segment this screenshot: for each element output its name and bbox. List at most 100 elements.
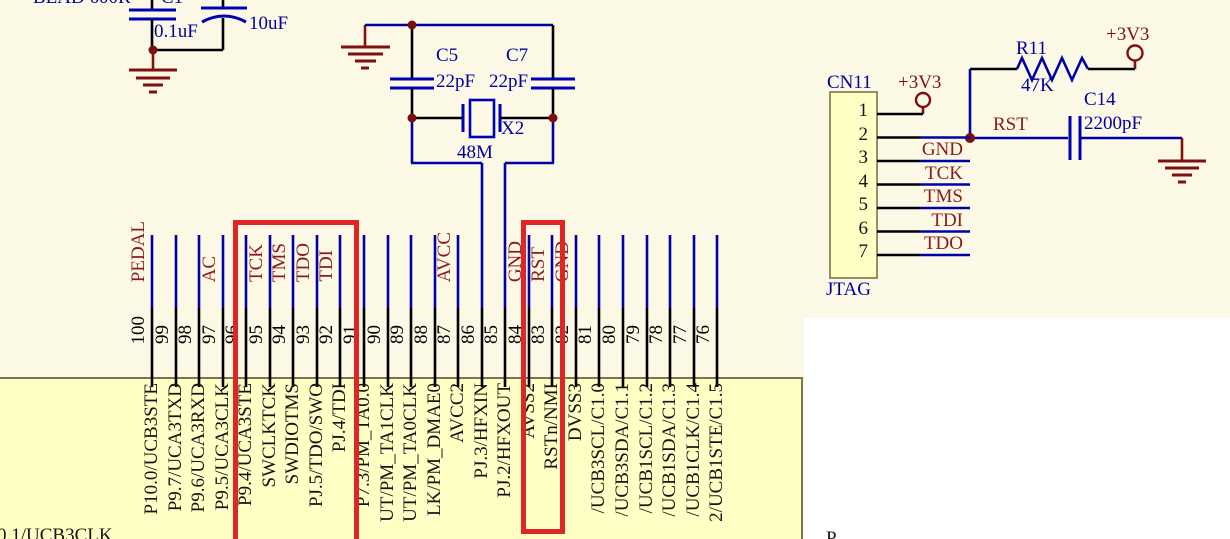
pin-number-77: 77 [668, 274, 692, 344]
pin-name-79: /UCB1SCL/C1.2 [635, 383, 659, 539]
pin-name-99-text: P9.7/UCA3TXD [165, 383, 187, 512]
pin-name-81-text: /UCB3SCL/C1.0 [588, 383, 610, 514]
pin-name-89: UT/PM_TA0CLK [399, 383, 423, 539]
jtag-net-label-tdo: TDO [883, 233, 963, 255]
jtag-pin-number-5-text: 5 [858, 194, 869, 215]
decoupling-cap-c1 [129, 0, 176, 50]
pin-name-100: P10.0/UCB3STE [140, 383, 164, 539]
pin-name-79-text: /UCB1SCL/C1.2 [636, 383, 658, 514]
pin-number-76: 76 [691, 274, 715, 344]
pin-number-88-text: 88 [411, 325, 433, 344]
pin-name-90: UT/PM_TA1CLK [376, 383, 400, 539]
jtag-pin-number-5: 5 [844, 194, 869, 216]
pin-number-90: 90 [362, 274, 386, 344]
mcu-ic-body [0, 377, 803, 539]
pin-name-86: PJ.3/HFXIN [470, 383, 494, 539]
pin-number-98-text: 98 [175, 325, 197, 344]
pin-net-label-87-text: AVCC [434, 231, 456, 282]
pin-name-87: AVCC2 [446, 383, 470, 539]
pin-name-88: LK/PM_DMAE0 [423, 383, 447, 539]
r11-designator: R11 [1016, 38, 1047, 59]
pin-name-98: P9.6/UCA3RXD [187, 383, 211, 539]
c14-value: 2200pF [1084, 113, 1143, 134]
pin-name-97: P9.5/UCA3CLK [211, 383, 235, 539]
white-margin [804, 318, 1230, 539]
pin-number-78-text: 78 [646, 325, 668, 344]
jtag-pin-number-7-text: 7 [858, 241, 869, 262]
ic-left-pin-name: 0.1/UCB3CLK [0, 525, 113, 539]
jtag-pin-number-6-text: 6 [858, 217, 869, 239]
jtag-net-label-tdo-text: TDO [923, 233, 963, 254]
jtag-connector-body [829, 91, 878, 279]
jtag-pin-number-7: 7 [844, 241, 869, 263]
pin-name-85: PJ.2/HFXOUT [493, 383, 517, 539]
pin-number-80-text: 80 [599, 325, 621, 344]
pin-number-81: 81 [573, 274, 597, 344]
jtag-pin-number-1-text: 1 [858, 100, 869, 121]
pin-name-89-text: UT/PM_TA0CLK [400, 383, 422, 522]
pin-number-85-text: 85 [481, 325, 503, 344]
pin-number-77-text: 77 [670, 325, 692, 344]
pin-number-100: 100 [126, 274, 150, 345]
pin-name-90-text: UT/PM_TA1CLK [377, 383, 399, 522]
pin-number-100-text: 100 [128, 315, 150, 345]
jtag-part-name: JTAG [826, 279, 871, 300]
crystal-symbol [468, 98, 496, 139]
c5-value: 22pF [436, 71, 476, 92]
pin-net-label-97-text: AC [199, 255, 221, 282]
jtag-pin-number-4-text: 4 [858, 170, 869, 192]
jtag-pin-number-6: 6 [844, 217, 869, 240]
pin-name-98-text: P9.6/UCA3RXD [188, 383, 210, 513]
pin-net-label-97: AC [197, 148, 221, 282]
pin-name-77: /UCB1CLK/C1.4 [682, 383, 706, 539]
jtag-pin-number-2-text: 2 [858, 123, 869, 145]
power-label-r11: +3V3 [1106, 24, 1150, 45]
jtag-net-label-gnd-text: GND [921, 139, 963, 160]
jtag-net-label-tdi: TDI [883, 209, 963, 232]
pin-name-85-text: PJ.2/HFXOUT [494, 383, 516, 498]
pin-number-79-text: 79 [623, 325, 645, 344]
pin-name-86-text: PJ.3/HFXIN [471, 383, 493, 479]
pin-number-80: 80 [597, 274, 621, 344]
power-symbol-pin1 [914, 91, 932, 114]
pin-number-79: 79 [621, 274, 645, 344]
pin-name-77-text: /UCB1CLK/C1.4 [683, 383, 705, 517]
c2-value: 10uF [249, 13, 289, 34]
power-label-pin1: +3V3 [898, 72, 942, 93]
pin-name-87-text: AVCC2 [447, 383, 469, 443]
jtag-net-label-tck-text: TCK [925, 162, 963, 184]
c1-value: 0.1uF [154, 21, 198, 42]
pin-number-85: 85 [479, 274, 503, 344]
decoupling-cap-10uf [153, 0, 247, 52]
crystal-circuit [365, 20, 575, 165]
c7-value: 22pF [489, 71, 529, 92]
jtag-pin-number-3: 3 [844, 147, 869, 169]
reset-network [965, 44, 1182, 160]
pin-name-80-text: /UCB3SDA/C1.1 [612, 383, 634, 517]
pin-number-87-text: 87 [434, 325, 456, 344]
pin-number-99-text: 99 [152, 325, 174, 344]
x2-value: 48M [457, 142, 493, 163]
pin-name-82-text: DVSS3 [565, 383, 587, 442]
pin-name-80: /UCB3SDA/C1.1 [611, 383, 635, 539]
partial-text: P [826, 528, 837, 539]
pin-name-76: 2/UCB1STE/C1.5 [705, 383, 729, 539]
bead-label: BEAD 600R [33, 0, 131, 9]
jtag-net-label-tdi-text: TDI [931, 209, 963, 231]
ground-symbol-crystal [341, 25, 390, 70]
pin-number-78: 78 [644, 274, 668, 344]
jtag-pin-number-4: 4 [844, 170, 869, 193]
pin-number-98: 98 [173, 274, 197, 344]
pin-number-89: 89 [385, 274, 409, 344]
x2-designator: X2 [501, 118, 525, 139]
c5-designator: C5 [436, 45, 459, 66]
pin-net-label-100-text: PEDAL [128, 220, 150, 282]
pin-net-label-87: AVCC [432, 148, 456, 282]
pin-number-76-text: 76 [693, 325, 715, 344]
pin-number-86: 86 [456, 274, 480, 344]
ground-symbol-left [129, 50, 177, 94]
pin-number-86-text: 86 [458, 325, 480, 344]
r11-value: 47K [1021, 75, 1054, 96]
c7-designator: C7 [506, 45, 529, 66]
